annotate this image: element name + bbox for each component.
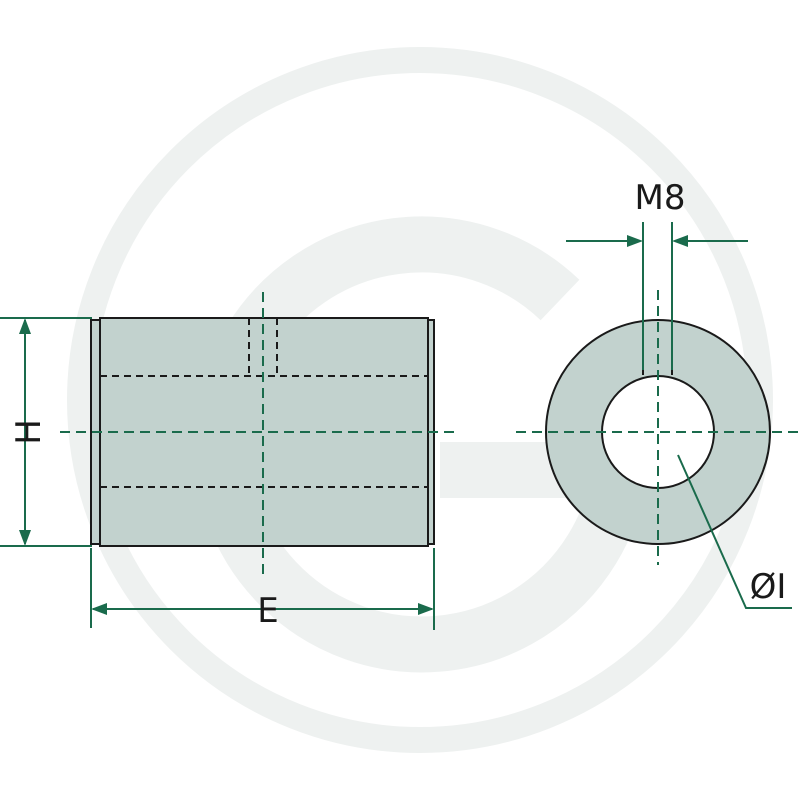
length-dimension <box>90 548 435 630</box>
thread-dimension <box>566 222 748 370</box>
side-view <box>60 292 455 578</box>
thread-label: M8 <box>635 178 686 218</box>
inner-diameter-leader <box>677 454 792 609</box>
length-label: E <box>257 591 278 631</box>
inner-diameter-label: ØI <box>750 567 787 607</box>
end-view <box>516 290 800 565</box>
height-dimension <box>0 317 92 547</box>
height-label: H <box>9 419 49 445</box>
